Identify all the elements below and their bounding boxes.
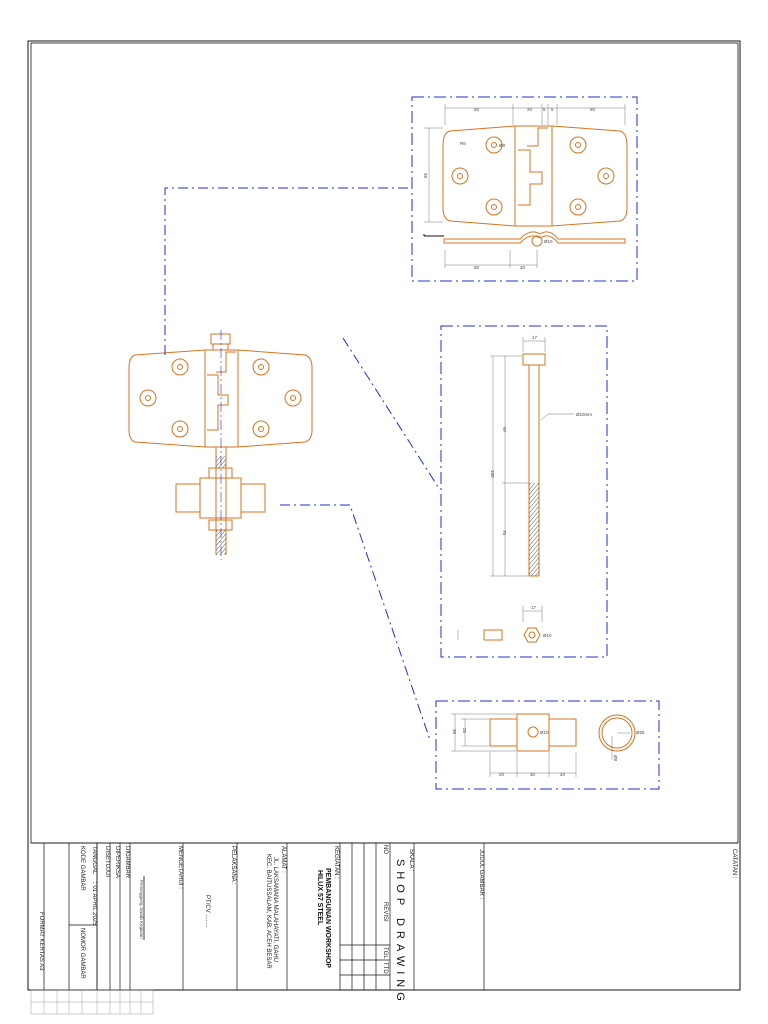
digambar-label: DIGAMBAR	[124, 846, 130, 879]
dim-top-5a: 5	[543, 107, 546, 112]
dim-bush-d25: Ø25	[636, 730, 645, 735]
dim-bush-25: 25	[462, 728, 467, 734]
detail-box-top	[411, 96, 638, 282]
dim-h65: 65	[423, 172, 428, 178]
dim-nut-d10: Ø10	[543, 633, 552, 638]
detail-hinge-top	[442, 125, 628, 247]
kode-gambar-label: KODE GAMBAR	[79, 846, 85, 891]
dim-bush-20a: 20	[499, 772, 505, 777]
revisi-no-header: NO	[382, 845, 388, 854]
view-leader-lines	[164, 187, 441, 741]
detail-bush	[489, 713, 636, 752]
signature-name: Penanggung Jawab Kegiatan	[139, 880, 144, 939]
dim-bush-d8: Ø8	[613, 755, 618, 762]
nomor-gambar-label: NOMOR GAMBAR	[79, 928, 85, 979]
dim-bot-20: 20	[520, 265, 526, 270]
format-kertas-label: FORMAT KERTAS A3	[38, 912, 44, 971]
ttd-header: TTD	[382, 962, 388, 974]
pelaksana-value: PT/CV ........	[204, 895, 210, 928]
alamat-line2: KEC. BAITUSSALAM, KAB. ACEH BESAR	[265, 854, 271, 969]
kegiatan-label: KEGIATAN :	[333, 846, 339, 879]
revisi-header: REVISI	[382, 902, 388, 922]
dim-nut-17: 17	[531, 605, 537, 610]
dim-bush-30: 30	[452, 729, 457, 735]
tanggal-label: TANGGAL	[91, 846, 97, 875]
tanggal-value: : 01 APRIL 2025	[91, 882, 97, 926]
dim-d8: Ø8	[499, 143, 506, 148]
diperiksa-label: DIPERIKSA	[114, 846, 120, 878]
detail-box-pin	[440, 325, 608, 658]
dim-pin-97: 97	[502, 427, 507, 433]
pelaksana-label: PELAKSANA :	[230, 846, 236, 885]
mengetahui-label: MENGETAHUI :	[177, 846, 183, 889]
dim-top-5b: 5	[551, 107, 554, 112]
dim-d10-top: Ø10	[544, 239, 553, 244]
detail-box-bush	[435, 700, 660, 790]
dims-pin	[457, 337, 574, 640]
dim-top-50a: 50	[474, 107, 480, 112]
skala-label: SKALA :	[408, 849, 414, 872]
dim-bush-20b: 20	[560, 772, 566, 777]
dim-pin-75: 75	[502, 530, 507, 536]
dim-bush-30b: 30	[530, 772, 536, 777]
dim-r6: R6	[460, 141, 466, 146]
shop-drawing-heading: SHOP DRAWING	[394, 859, 406, 1006]
kegiatan-line2: HILUX 57 STEEL	[316, 870, 323, 926]
dim-top-50b: 50	[590, 107, 596, 112]
tgl-header: TGL	[382, 947, 388, 959]
dims-bush	[451, 713, 630, 777]
dim-pin-17: 17	[532, 335, 538, 340]
judul-gambar-label: JUDUL GAMBAR :	[478, 849, 484, 899]
dim-pin-180: 180	[490, 470, 495, 478]
alamat-line1: JL. LAKSAMANA MALAHAYATI, GAHU	[272, 857, 278, 962]
title-block-footer-grid	[30, 989, 154, 1015]
dim-top-20: 20	[527, 107, 533, 112]
dim-bush-d10: Ø10	[540, 730, 549, 735]
dim-bot-50: 50	[474, 265, 480, 270]
pin-thread	[529, 483, 539, 576]
catatan-label: CATATAN :	[731, 849, 737, 879]
dims-top	[424, 104, 626, 268]
alamat-label: ALAMAT :	[280, 846, 286, 873]
dim-pin-d10mm: Ø10mm	[576, 412, 592, 417]
disetujui-label: DISETUJUI	[104, 846, 110, 877]
kegiatan-line1: PEMBANGUNAN WORKSHOP	[324, 868, 331, 968]
main-hinge-assembly	[128, 333, 313, 555]
